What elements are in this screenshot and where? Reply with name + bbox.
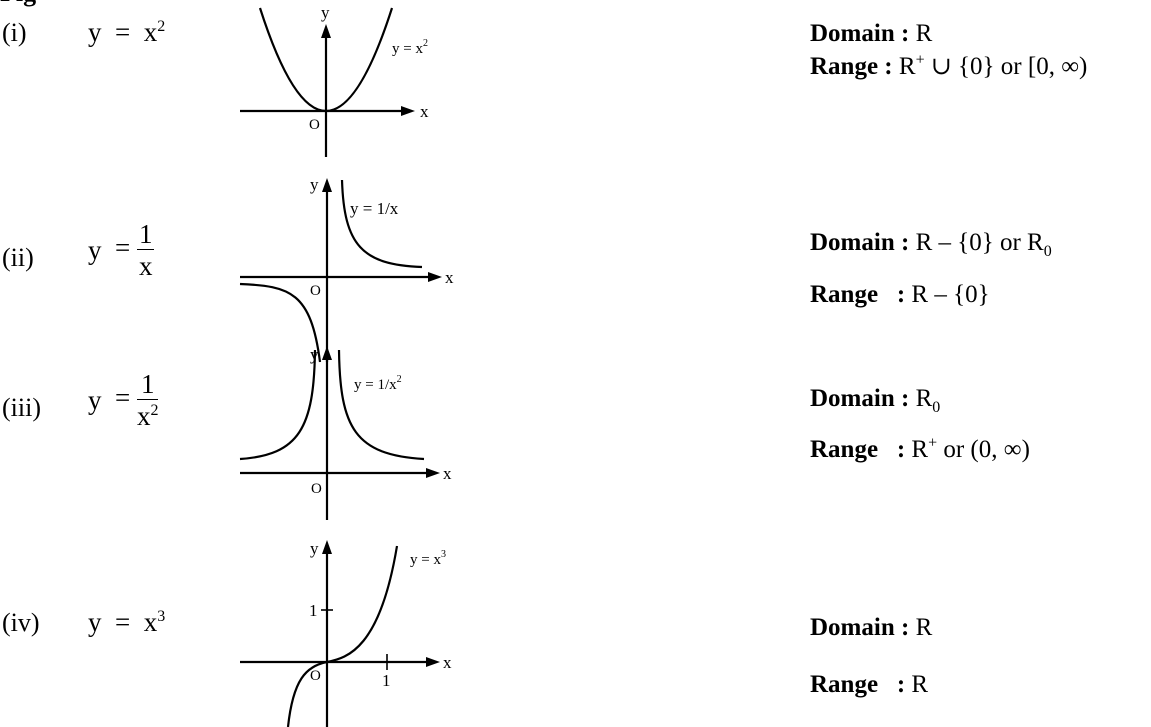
range-line: Range : R: [810, 671, 929, 698]
domain-line: Domain : R0: [810, 385, 941, 416]
domain-label: Domain :: [810, 20, 910, 47]
curve-x-squared: [258, 7, 394, 112]
curve-branch-left: [239, 349, 317, 461]
item-number: (iii): [2, 393, 41, 422]
graph-y-equals-one-over-x: y x O y = 1/x: [239, 175, 454, 363]
equation: y = x3: [88, 607, 166, 637]
item-number: (iv): [2, 608, 40, 637]
graph-y-equals-x-cubed: y x O 1 1 y = x3: [240, 539, 452, 727]
y-tick-label: 1: [309, 601, 318, 620]
domain-value: R: [915, 20, 933, 47]
x-axis-label: x: [443, 653, 452, 672]
range-line: Range : R+ ∪ {0} or [0, ∞): [810, 51, 1088, 80]
range-line: Range : R – {0}: [810, 281, 990, 308]
x-tick-label: 1: [382, 671, 391, 690]
domain-label: Domain :: [810, 385, 910, 412]
range-label: Range: [810, 671, 879, 698]
curve-x-cubed: [286, 545, 399, 727]
range-line: Range : R+ or (0, ∞): [810, 434, 1030, 463]
origin-label: O: [310, 283, 321, 299]
curve-branch-negative: [239, 282, 322, 363]
domain-line: Domain : R: [810, 614, 932, 642]
origin-label: O: [311, 481, 322, 497]
curve-label: y = 1/x2: [354, 374, 402, 393]
y-axis-arrow: [322, 178, 332, 192]
x-axis-label: x: [445, 268, 454, 287]
graph-y-equals-one-over-x-squared: y x O y = 1/x2: [239, 345, 452, 520]
curve-branch-right: [337, 349, 425, 461]
y-axis-label: y: [310, 345, 319, 364]
y-axis-label: y: [310, 539, 319, 558]
curve-branch-positive: [340, 179, 423, 269]
item-number: (i): [2, 18, 27, 47]
domain-line: Domain : R – {0} or R0: [810, 229, 1052, 260]
cut-off-heading-text: Fig: [0, 0, 36, 8]
equation: y = x2: [88, 17, 166, 47]
origin-label: O: [309, 117, 320, 133]
y-axis-label: y: [310, 175, 319, 194]
domain-label: Domain :: [810, 229, 910, 256]
curve-label: y = x2: [392, 38, 428, 57]
y-axis-label: y: [321, 3, 330, 22]
y-axis-arrow: [322, 346, 332, 360]
curve-label: y = 1/x: [350, 199, 399, 218]
x-axis-label: x: [420, 102, 429, 121]
domain-line: Domain : R: [810, 20, 932, 48]
x-axis-arrow: [428, 272, 442, 282]
graph-y-equals-x-squared: y x O y = x2: [240, 3, 429, 157]
origin-label: O: [310, 668, 321, 684]
x-axis-arrow: [426, 657, 440, 667]
cut-off-heading: Fig: [0, 0, 70, 8]
range-label: Range: [810, 436, 879, 463]
item-number: (ii): [2, 243, 34, 272]
domain-value: R: [915, 614, 933, 641]
range-label: Range :: [810, 53, 893, 80]
x-axis-arrow: [426, 468, 440, 478]
y-axis-arrow: [321, 24, 331, 38]
range-label: Range: [810, 281, 879, 308]
x-axis-label: x: [443, 464, 452, 483]
domain-label: Domain :: [810, 614, 910, 641]
y-axis-arrow: [322, 540, 332, 554]
curve-label: y = x3: [410, 549, 446, 568]
x-axis-arrow: [401, 106, 415, 116]
